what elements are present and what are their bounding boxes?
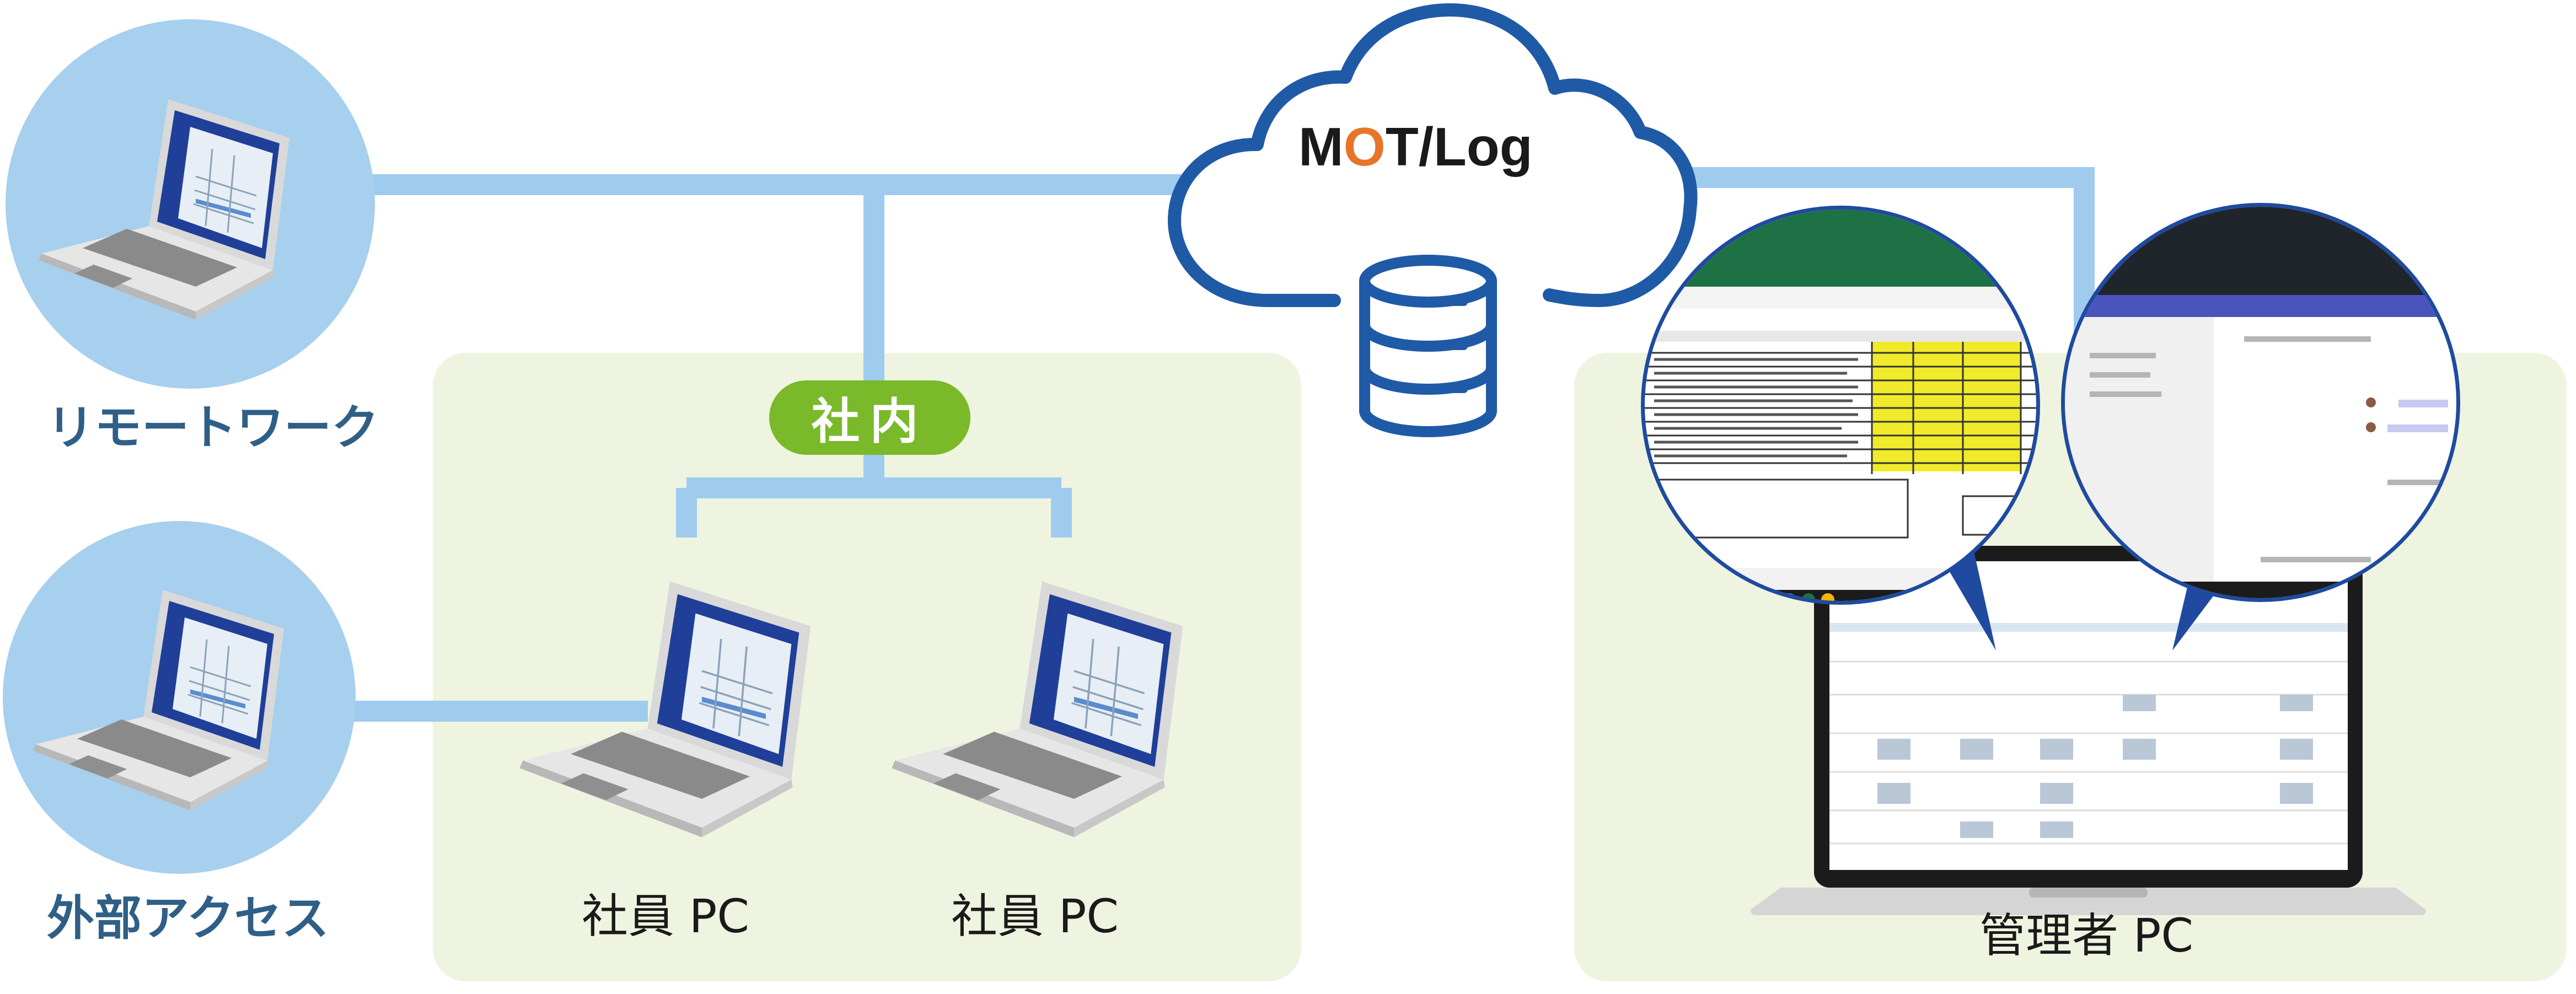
connectors [342,167,2095,722]
in-house-badge: 社内 [769,380,970,455]
employee-pc-label-1: 社員 PC [582,889,750,943]
external-access-label: 外部アクセス [47,891,329,946]
cloud-icon [1168,3,1698,307]
logo-part-o: O [1343,116,1386,177]
remote-work-label: リモートワーク [47,400,379,455]
motlog-logo: MOT/Log [1298,116,1533,178]
logo-part-m: M [1298,116,1344,177]
admin-laptop-icon [1751,546,2426,915]
magnifier-icon [1641,206,2040,605]
magnifier-icon [2061,203,2460,602]
admin-pc-label: 管理者 PC [1979,909,2194,963]
database-icon [1359,255,1497,437]
employee-pc-label-2: 社員 PC [951,889,1119,943]
logo-part-tlog: T/Log [1385,116,1533,177]
magnifier-pointer-1 [1941,551,1996,651]
